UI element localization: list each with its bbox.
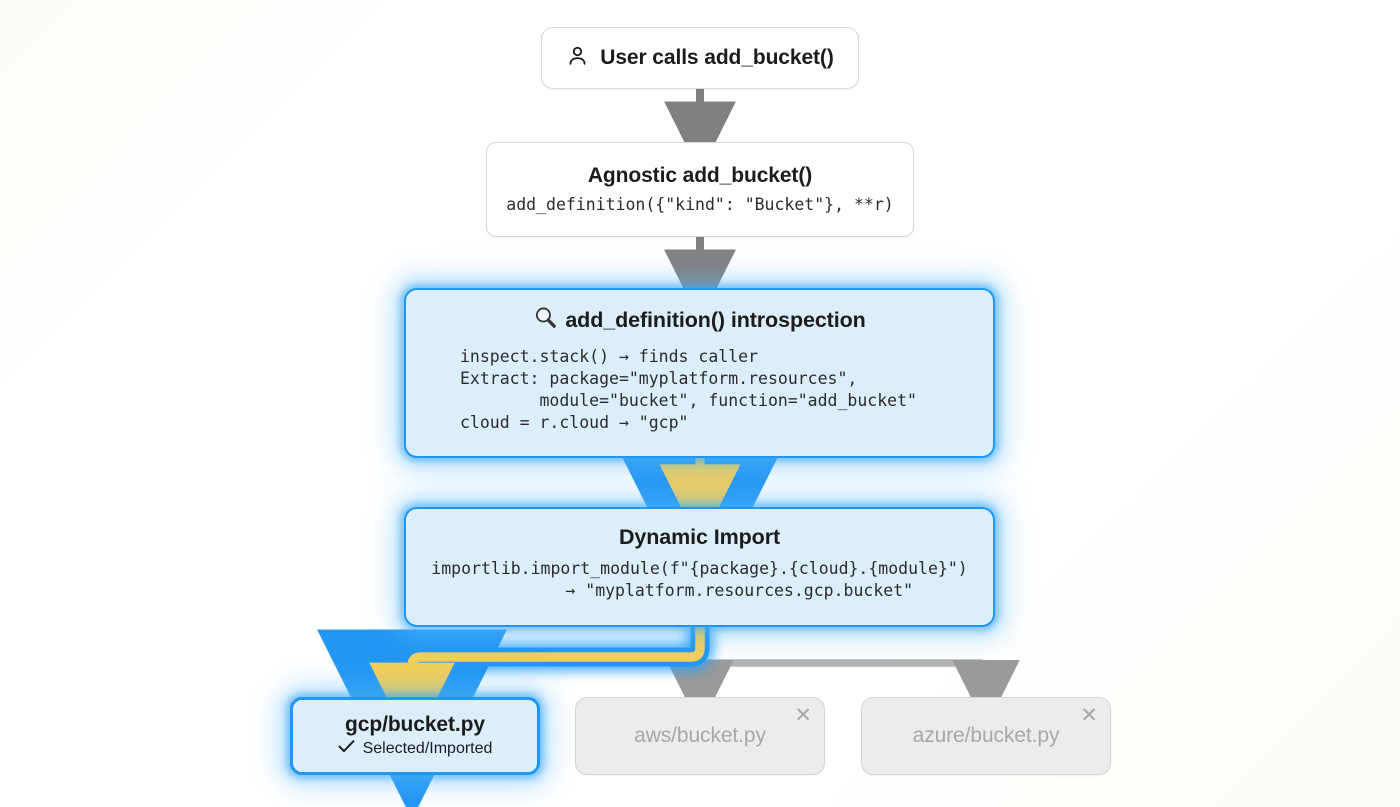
node-dynamic-import-title: Dynamic Import xyxy=(618,525,781,549)
node-user-call-label: User calls add_bucket() xyxy=(600,46,834,69)
edge-dynamic-import-to-gcp xyxy=(317,627,711,807)
close-icon[interactable]: ✕ xyxy=(794,704,812,727)
magnifier-icon xyxy=(533,305,558,336)
node-gcp-bucket-py[interactable]: gcp/bucket.py Selected/Imported xyxy=(290,697,540,775)
person-icon xyxy=(566,44,589,73)
node-aws-bucket-py[interactable]: ✕ aws/bucket.py xyxy=(575,697,825,775)
close-icon[interactable]: ✕ xyxy=(1080,704,1098,727)
node-dynamic-import-code: importlib.import_module(f"{package}.{clo… xyxy=(431,559,968,600)
node-gcp-status: Selected/Imported xyxy=(362,740,493,757)
node-introspection-code: inspect.stack() → finds caller Extract: … xyxy=(460,347,917,432)
node-agnostic-code: add_definition({"kind": "Bucket"}, **r) xyxy=(506,194,894,214)
node-gcp-status-row: Selected/Imported xyxy=(338,739,493,759)
node-gcp-title: gcp/bucket.py xyxy=(345,713,485,736)
check-icon xyxy=(338,739,355,759)
node-user-call[interactable]: User calls add_bucket() xyxy=(541,27,859,89)
node-add-definition-introspection[interactable]: add_definition() introspection inspect.s… xyxy=(404,288,995,458)
node-azure-bucket-py[interactable]: ✕ azure/bucket.py xyxy=(861,697,1111,775)
node-agnostic-add-bucket[interactable]: Agnostic add_bucket() add_definition({"k… xyxy=(486,142,914,237)
node-agnostic-title: Agnostic add_bucket() xyxy=(587,163,813,187)
node-introspection-title: add_definition() introspection xyxy=(565,308,866,332)
edge-dynamic-import-to-azure xyxy=(696,627,1020,728)
node-dynamic-import[interactable]: Dynamic Import importlib.import_module(f… xyxy=(404,507,995,627)
node-aws-title: aws/bucket.py xyxy=(634,724,766,747)
node-azure-title: azure/bucket.py xyxy=(912,724,1060,747)
node-introspection-title-row: add_definition() introspection xyxy=(533,305,866,336)
